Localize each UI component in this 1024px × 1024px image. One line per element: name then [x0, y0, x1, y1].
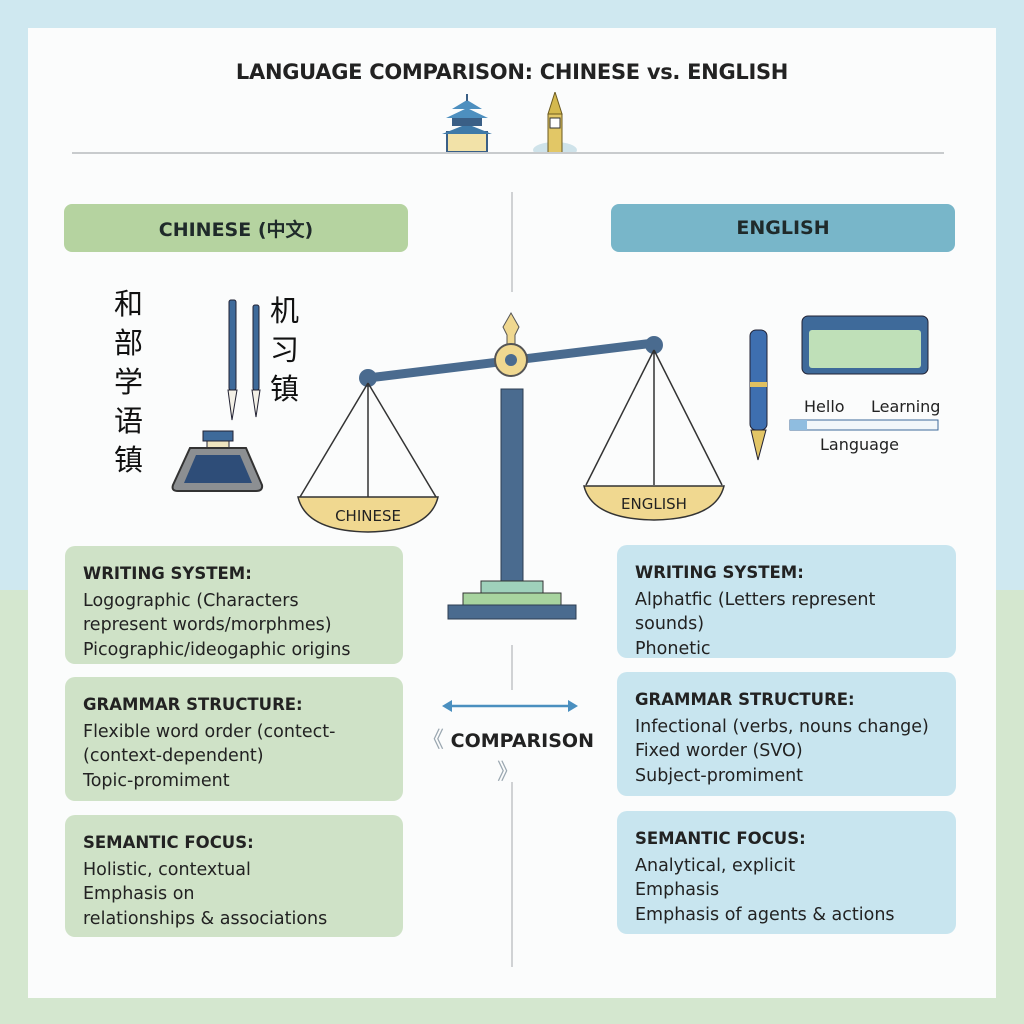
progress-bar	[789, 419, 939, 431]
word-language: Language	[820, 435, 899, 454]
center-divider	[511, 645, 513, 690]
comparison-label: 《 COMPARISON 》	[408, 722, 608, 786]
box-line: Analytical, explicit	[635, 855, 796, 876]
pen-and-keyboard-icon: Hello Learning Language	[749, 315, 940, 461]
box-heading: SEMANTIC FOCUS:	[83, 833, 254, 852]
chinese-char: 习	[270, 333, 300, 367]
english-pan-label: ENGLISH	[621, 495, 687, 513]
chinese-pan	[297, 496, 439, 533]
balance-scale-icon: CHINESE ENGLISH	[297, 311, 725, 620]
box-line: Phonetic	[635, 638, 711, 659]
chinese-char: 语	[114, 404, 144, 438]
english-grammar-box: GRAMMAR STRUCTURE: Infectional (verbs, n…	[617, 672, 956, 796]
word-hello: Hello	[804, 397, 845, 416]
word-learning: Learning	[871, 397, 940, 416]
title-divider	[72, 152, 944, 154]
ink-bottle-icon	[171, 430, 264, 492]
brush-and-ink-icon	[171, 299, 264, 492]
chevron-left-icon: 《	[422, 728, 445, 753]
pagoda-icon	[442, 94, 492, 153]
box-heading: WRITING SYSTEM:	[635, 563, 804, 582]
chinese-char: 学	[114, 365, 144, 399]
chinese-semantic-box: SEMANTIC FOCUS: Holistic, contextual Emp…	[65, 815, 403, 937]
center-divider	[511, 782, 513, 967]
chevron-right-icon: 》	[496, 760, 519, 785]
box-line: Infectional (verbs, nouns change)	[635, 716, 929, 737]
chinese-grammar-box: GRAMMAR STRUCTURE: Flexible word order (…	[65, 677, 403, 801]
box-line: Holistic, contextual	[83, 859, 251, 880]
english-header: ENGLISH	[611, 204, 955, 252]
box-line: Picographic/ideogaphic origins	[83, 639, 351, 660]
chinese-characters-column: 和 部 学 语 镇	[114, 285, 154, 480]
chinese-header: CHINESE (中文)	[64, 204, 408, 252]
landmarks-icon	[442, 92, 577, 154]
box-line: Alphatfic (Letters represent sounds)	[635, 589, 876, 635]
comparison-text: COMPARISON	[450, 730, 594, 752]
chinese-characters-column: 机 习 镇	[270, 292, 310, 409]
box-heading: GRAMMAR STRUCTURE:	[635, 690, 855, 709]
progress-bar-fill	[790, 420, 807, 430]
box-line: Flexible word order (contect-	[83, 721, 336, 742]
box-line: Fixed worder (SVO)	[635, 741, 803, 761]
box-line: Topic-promiment	[83, 770, 230, 791]
box-line: Emphasis on	[83, 884, 195, 904]
center-divider	[511, 192, 513, 292]
box-line: Subject-promiment	[635, 765, 804, 786]
chinese-char: 机	[270, 294, 300, 328]
chinese-char: 镇	[114, 443, 144, 477]
chinese-writing-system-box: WRITING SYSTEM: Logographic (Characters …	[65, 546, 403, 664]
box-line: (context-dependent)	[83, 746, 264, 766]
chinese-char: 镇	[270, 372, 300, 406]
big-ben-icon	[533, 92, 577, 154]
double-arrow-icon	[442, 700, 578, 712]
box-heading: WRITING SYSTEM:	[83, 564, 252, 583]
box-line: represent words/morphmes)	[83, 615, 332, 635]
chinese-char: 部	[114, 326, 144, 360]
english-semantic-box: SEMANTIC FOCUS: Analytical, explicit Emp…	[617, 811, 956, 934]
chinese-pan-label: CHINESE	[335, 507, 401, 525]
english-writing-system-box: WRITING SYSTEM: Alphatfic (Letters repre…	[617, 545, 956, 659]
box-line: Emphasis	[635, 880, 720, 900]
brush-icon	[251, 304, 261, 418]
box-heading: SEMANTIC FOCUS:	[635, 829, 806, 848]
english-pan	[583, 485, 725, 521]
brush-icon	[227, 299, 238, 421]
box-line: Emphasis of agents & actions	[635, 904, 895, 925]
fountain-pen-icon	[749, 329, 768, 461]
box-line: relationships & associations	[83, 908, 328, 929]
box-heading: GRAMMAR STRUCTURE:	[83, 695, 303, 714]
chinese-char: 和	[114, 287, 144, 321]
page-title: LANGUAGE COMPARISON: CHINESE vs. ENGLISH	[235, 60, 789, 84]
keyboard-icon	[801, 315, 929, 375]
box-line: Logographic (Characters	[83, 590, 299, 611]
